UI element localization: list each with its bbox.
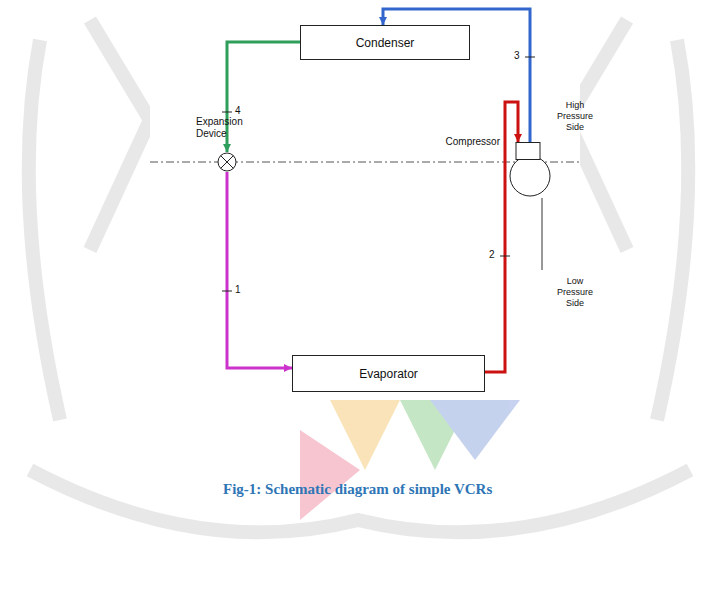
side-label: High Pressure Side <box>550 100 600 133</box>
figure-caption: Fig-1: Schematic diagram of simple VCRs <box>223 481 492 498</box>
compressor-head <box>516 143 540 160</box>
side-label: Low Pressure Side <box>550 276 600 309</box>
state-tick <box>525 57 535 58</box>
figure-panel <box>150 0 580 397</box>
node-label: Condenser <box>356 36 415 50</box>
state-tick <box>500 256 510 257</box>
valve-cross <box>221 156 234 169</box>
compressor-housing <box>510 156 550 196</box>
state-tick <box>222 291 232 292</box>
node-label: Compressor <box>436 136 500 148</box>
state-number: 1 <box>235 284 241 295</box>
state-number: 4 <box>235 105 241 116</box>
refrigerant-line <box>227 172 292 368</box>
condenser-box: Condenser <box>300 25 470 60</box>
state-number: 2 <box>489 249 495 260</box>
compressor-body <box>508 142 552 198</box>
refrigerant-line <box>227 42 300 152</box>
side-divider <box>542 198 543 270</box>
evaporator-box: Evaporator <box>292 355 485 392</box>
state-number: 3 <box>514 50 520 61</box>
expansion-valve: Expansion Device <box>196 116 258 174</box>
compressor-symbol: Compressor <box>436 128 560 198</box>
valve-symbol <box>217 152 237 172</box>
watermark-colors <box>300 400 520 520</box>
valve-circle <box>218 153 236 171</box>
node-label: Expansion Device <box>196 116 244 140</box>
node-label: Evaporator <box>359 367 418 381</box>
state-tick <box>222 112 232 113</box>
